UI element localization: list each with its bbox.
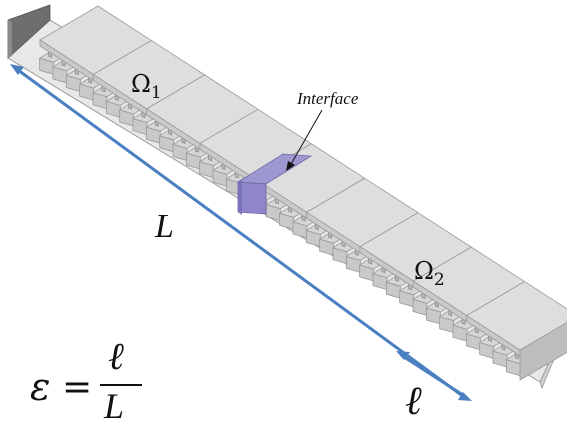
domain-2-subscript: 2	[434, 270, 445, 290]
cell-length-arrow-shaft	[400, 353, 467, 399]
cell-length-label: ℓ	[405, 378, 422, 423]
length-arrow-L	[10, 64, 465, 399]
domain-2-label: Ω2	[414, 257, 445, 290]
interface-plane-side	[237, 181, 267, 215]
periodic-beam	[38, 5, 567, 381]
equation-equals: =	[62, 367, 92, 408]
interface-label: Interface	[296, 89, 359, 108]
cell-length-arrow	[396, 351, 472, 401]
length-label-L: L	[154, 208, 174, 245]
back-wall-face	[8, 20, 12, 58]
scale-ratio-equation: ε = ℓ L	[30, 334, 142, 423]
equation-numerator: ℓ	[108, 334, 124, 378]
equation-denominator: L	[103, 386, 124, 423]
domain-1-label: Ω1	[131, 70, 162, 103]
cell-length-arrow-head-right	[458, 392, 472, 401]
equation-epsilon: ε	[30, 365, 50, 409]
domain-1-symbol: Ω	[131, 70, 151, 98]
interface-pointer	[289, 109, 323, 167]
length-arrow-L-head	[10, 64, 24, 75]
beam-end-cap	[519, 321, 567, 381]
cell-length-arrow-head-left	[396, 351, 410, 360]
domain-1-subscript: 1	[151, 83, 162, 103]
interface-pointer-head	[286, 161, 295, 171]
domain-2-symbol: Ω	[414, 257, 434, 285]
interface-plane-front	[238, 180, 242, 215]
length-arrow-L-shaft	[17, 68, 465, 399]
